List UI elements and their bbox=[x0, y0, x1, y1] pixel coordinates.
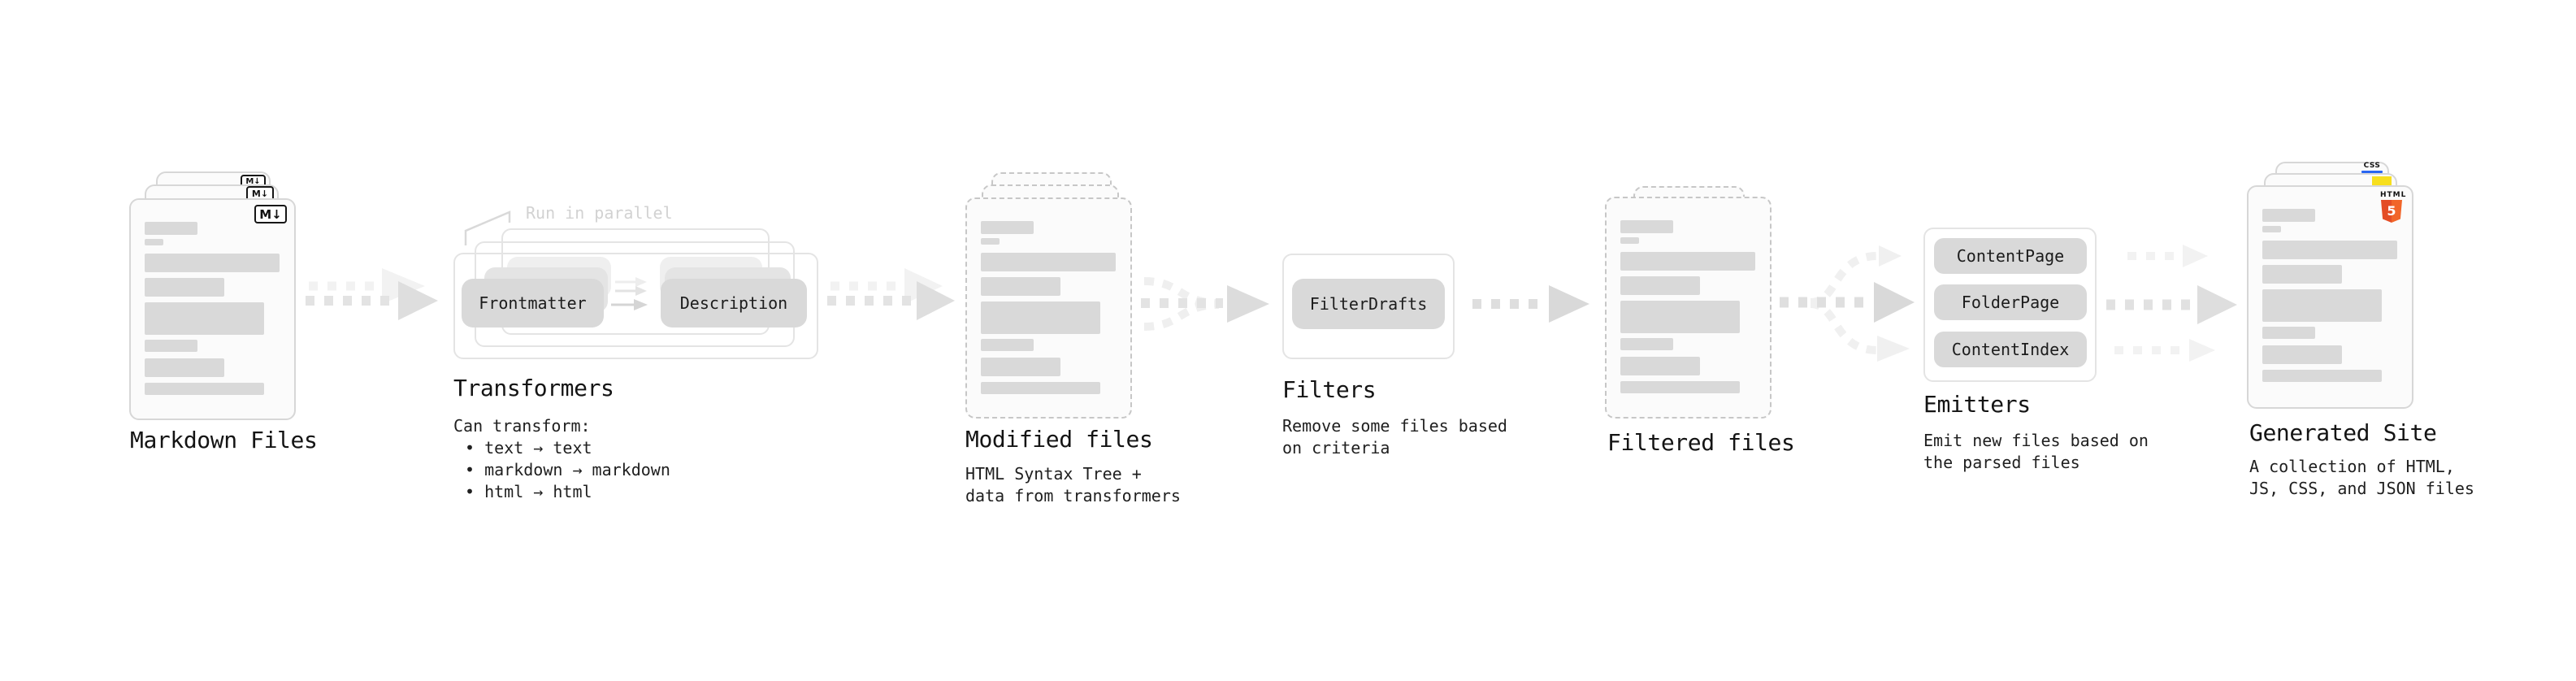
text-placeholder-bar bbox=[1620, 220, 1673, 233]
arrow-filtered-to-emitters bbox=[1780, 245, 1915, 362]
text-placeholder-bar bbox=[1620, 252, 1755, 271]
arrow-transformers-to-modified bbox=[827, 268, 955, 320]
modified-files-title: Modified files bbox=[965, 426, 1153, 453]
transformers-title: Transformers bbox=[453, 375, 614, 401]
text-placeholder-bar bbox=[145, 383, 264, 395]
text-placeholder-bar bbox=[981, 358, 1060, 376]
css-icon-bar bbox=[2361, 171, 2383, 173]
contentpage-node: ContentPage bbox=[1934, 238, 2087, 274]
filtered-file-card-front bbox=[1605, 197, 1772, 419]
modified-files-description: HTML Syntax Tree + data from transformer… bbox=[965, 464, 1181, 505]
frontmatter-node: Frontmatter bbox=[462, 279, 604, 327]
text-placeholder-bar bbox=[145, 302, 264, 335]
text-placeholder-bar bbox=[981, 382, 1100, 394]
text-placeholder-bar bbox=[1620, 237, 1639, 244]
description-node: Description bbox=[661, 279, 807, 327]
text-placeholder-bar bbox=[145, 222, 197, 235]
text-placeholder-bar bbox=[1620, 338, 1673, 350]
text-placeholder-bar bbox=[981, 301, 1100, 334]
generated-site-title: Generated Site bbox=[2249, 419, 2437, 446]
transformers-bullet: • text → text bbox=[465, 438, 592, 458]
html5-icon: HTML 5 bbox=[2380, 192, 2405, 223]
arrow-emitters-to-generated bbox=[2106, 245, 2237, 362]
markdown-file-card-front bbox=[129, 198, 296, 420]
text-placeholder-bar bbox=[2262, 265, 2342, 284]
css-icon: CSS bbox=[2361, 163, 2383, 173]
text-placeholder-bar bbox=[1620, 357, 1700, 375]
text-placeholder-bar bbox=[1620, 276, 1700, 295]
text-placeholder-bar bbox=[981, 238, 1000, 245]
text-placeholder-bar bbox=[2262, 327, 2315, 339]
filters-description: Remove some files based on criteria bbox=[1282, 416, 1507, 458]
transformers-bullet: • markdown → markdown bbox=[465, 460, 670, 479]
emitters-description: Emit new files based on the parsed files bbox=[1923, 431, 2149, 472]
filters-title: Filters bbox=[1282, 376, 1377, 403]
transformers-bullet: • html → html bbox=[465, 482, 592, 501]
markdown-files-title: Markdown Files bbox=[130, 427, 318, 453]
text-placeholder-bar bbox=[2262, 226, 2281, 232]
arrow-markdown-to-transformers bbox=[306, 268, 438, 320]
transformers-desc-intro: Can transform: bbox=[453, 416, 591, 436]
generated-html-card-front bbox=[2247, 185, 2413, 409]
run-in-parallel-label: Run in parallel bbox=[526, 203, 673, 223]
text-placeholder-bar bbox=[981, 339, 1034, 351]
filterdrafts-node: FilterDrafts bbox=[1292, 279, 1445, 329]
modified-file-card-front bbox=[965, 197, 1132, 419]
text-placeholder-bar bbox=[145, 340, 197, 352]
text-placeholder-bar bbox=[2262, 289, 2382, 322]
transformers-description: Can transform: • text → text • markdown … bbox=[453, 415, 670, 503]
text-placeholder-bar bbox=[2262, 241, 2397, 259]
folderpage-node: FolderPage bbox=[1934, 284, 2087, 320]
text-placeholder-bar bbox=[2262, 345, 2342, 364]
contentindex-node: ContentIndex bbox=[1934, 332, 2087, 367]
text-placeholder-bar bbox=[1620, 301, 1740, 333]
js-icon bbox=[2372, 176, 2392, 185]
text-placeholder-bar bbox=[981, 221, 1034, 234]
filtered-files-title: Filtered files bbox=[1607, 429, 1795, 456]
generated-site-description: A collection of HTML, JS, CSS, and JSON … bbox=[2249, 457, 2474, 498]
markdown-icon: M↓ bbox=[254, 205, 287, 223]
text-placeholder-bar bbox=[145, 358, 224, 377]
text-placeholder-bar bbox=[145, 254, 280, 272]
text-placeholder-bar bbox=[2262, 209, 2315, 222]
markdown-icon: M↓ bbox=[246, 186, 274, 202]
arrow-filters-to-filtered bbox=[1472, 285, 1589, 323]
text-placeholder-bar bbox=[981, 277, 1060, 296]
text-placeholder-bar bbox=[2262, 370, 2382, 382]
text-placeholder-bar bbox=[1620, 381, 1740, 393]
emitters-title: Emitters bbox=[1923, 391, 2031, 418]
arrow-modified-to-filters bbox=[1141, 277, 1269, 331]
text-placeholder-bar bbox=[145, 239, 163, 245]
text-placeholder-bar bbox=[145, 278, 224, 297]
text-placeholder-bar bbox=[981, 253, 1116, 271]
transformer-box-front bbox=[453, 253, 818, 359]
